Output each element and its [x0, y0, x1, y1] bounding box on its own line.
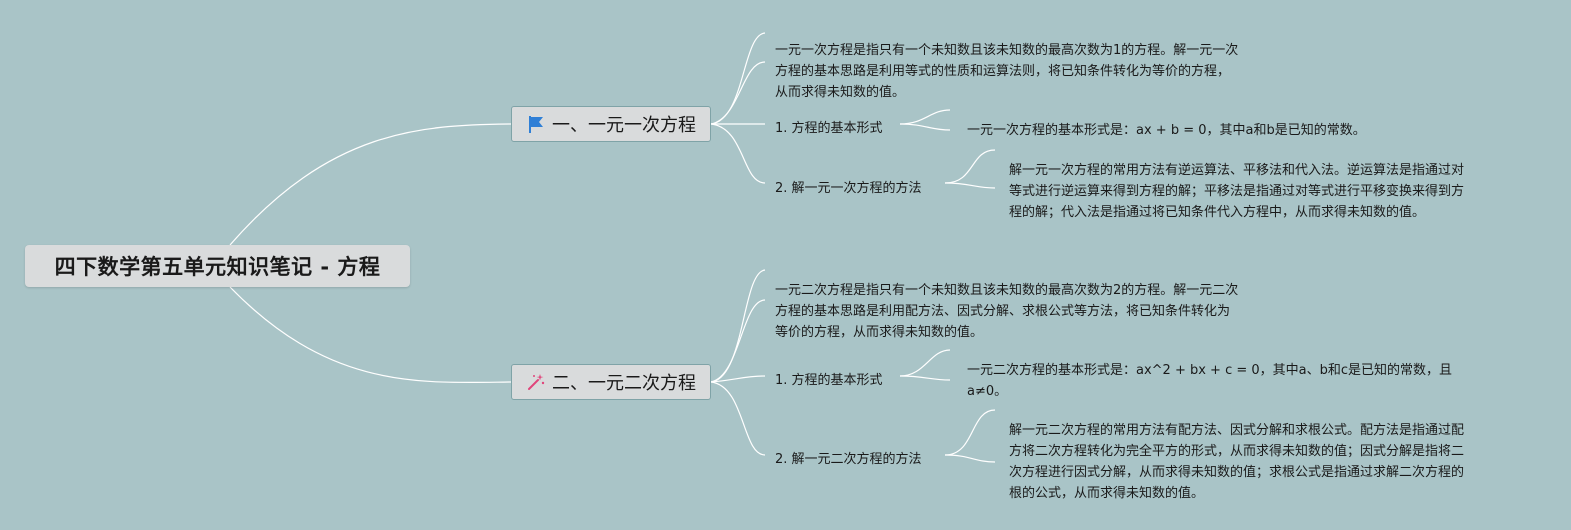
branch-node-1[interactable]: 一、一元一次方程: [511, 106, 711, 142]
branch-2-sub-2-label[interactable]: 2. 解一元二次方程的方法: [775, 452, 922, 467]
branch-2-sub-1-label[interactable]: 1. 方程的基本形式: [775, 373, 883, 388]
branch-2-sub-1-detail: 一元二次方程的基本形式是：ax^2 + bx + c = 0，其中a、b和c是已…: [967, 360, 1452, 402]
text-line: 解一元一次方程的常用方法有逆运算法、平移法和代入法。逆运算法是指通过对: [1009, 163, 1465, 178]
branch-1-description: 一元一次方程是指只有一个未知数且该未知数的最高次数为1的方程。解一元一次 方程的…: [775, 40, 1238, 103]
text-line: 方程的基本思路是利用配方法、因式分解、求根公式等方法，将已知条件转化为: [775, 304, 1231, 319]
branch-2-sub-2-detail: 解一元二次方程的常用方法有配方法、因式分解和求根公式。配方法是指通过配 方将二次…: [1009, 420, 1464, 504]
connector-b2-sub1-detail-2: [899, 375, 951, 381]
text-line: 从而求得未知数的值。: [775, 85, 906, 100]
branch-title: 一、一元一次方程: [552, 115, 696, 136]
text-line: 等式进行逆运算来得到方程的解；平移法是指通过对等式进行平移变换来得到方: [1009, 184, 1465, 199]
connector-b2-sub2: [710, 381, 766, 456]
connector-root-branch-1: [229, 123, 512, 246]
root-node[interactable]: 四下数学第五单元知识笔记 - 方程: [25, 245, 410, 287]
root-title: 四下数学第五单元知识笔记 - 方程: [54, 255, 381, 279]
connector-b1-desc: [710, 32, 766, 125]
text-line: 等价的方程，从而求得未知数的值。: [775, 325, 984, 340]
connector-b1-sub1-detail: [899, 109, 951, 125]
branch-title: 二、一元二次方程: [552, 373, 696, 394]
text-line: 一元一次方程是指只有一个未知数且该未知数的最高次数为1的方程。解一元一次: [775, 43, 1239, 58]
text-line: 一元一次方程的基本形式是：ax + b = 0，其中a和b是已知的常数。: [967, 123, 1366, 138]
connector-b2-desc: [710, 269, 766, 383]
connector-b1-sub1-detail-2: [899, 123, 951, 131]
connector-b1-sub2-detail-2: [944, 182, 996, 189]
branch-1-sub-1-label[interactable]: 1. 方程的基本形式: [775, 121, 883, 136]
connector-b2-sub2-detail: [944, 409, 996, 456]
branch-node-2[interactable]: 二、一元二次方程: [511, 364, 711, 400]
connector-b2-sub2-detail-2: [944, 454, 996, 463]
branch-1-sub-2-detail: 解一元一次方程的常用方法有逆运算法、平移法和代入法。逆运算法是指通过对 等式进行…: [1009, 160, 1464, 223]
text-line: 方程的基本思路是利用等式的性质和运算法则，将已知条件转化为等价的方程，: [775, 64, 1231, 79]
text-line: 一元二次方程的基本形式是：ax^2 + bx + c = 0，其中a、b和c是已…: [967, 363, 1453, 378]
magic-wand-icon: [526, 372, 546, 392]
text-line: 一元二次方程是指只有一个未知数且该未知数的最高次数为2的方程。解一元二次: [775, 283, 1239, 298]
text-line: 解一元二次方程的常用方法有配方法、因式分解和求根公式。配方法是指通过配: [1009, 423, 1465, 438]
branch-1-sub-1-detail: 一元一次方程的基本形式是：ax + b = 0，其中a和b是已知的常数。: [967, 120, 1366, 141]
connector-b2-sub1: [710, 375, 766, 383]
connector-b1-sub2: [710, 123, 766, 184]
text-line: 次方程进行因式分解，从而求得未知数的值；求根公式是指通过求解二次方程的: [1009, 465, 1465, 480]
text-line: a≠0。: [967, 384, 1008, 399]
connector-b2-sub1-detail: [899, 349, 951, 377]
connector-root-branch-2: [229, 286, 512, 384]
text-line: 程的解；代入法是指通过将已知条件代入方程中，从而求得未知数的值。: [1009, 205, 1426, 220]
text-line: 方将二次方程转化为完全平方的形式，从而求得未知数的值；因式分解是指将二: [1009, 444, 1465, 459]
branch-1-sub-2-label[interactable]: 2. 解一元一次方程的方法: [775, 181, 922, 196]
text-line: 根的公式，从而求得未知数的值。: [1009, 486, 1205, 501]
connector-b2-desc-2: [710, 299, 766, 383]
branch-2-description: 一元二次方程是指只有一个未知数且该未知数的最高次数为2的方程。解一元二次 方程的…: [775, 280, 1238, 343]
flag-icon: [526, 114, 546, 134]
connector-b1-desc-2: [710, 61, 766, 125]
connector-b1-sub2-detail: [944, 149, 996, 184]
